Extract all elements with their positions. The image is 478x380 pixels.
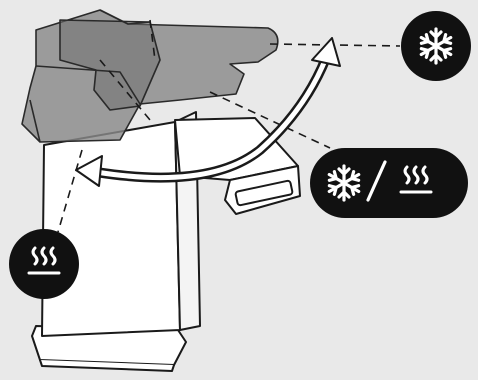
cold-badge: [401, 11, 471, 81]
hot-badge: [9, 229, 79, 299]
slash-icon: [366, 160, 387, 202]
mixed-badge: [310, 148, 468, 218]
lever-handle: [21, 9, 279, 143]
rotation-arrow: [75, 37, 341, 187]
guide-lines: [57, 19, 401, 233]
